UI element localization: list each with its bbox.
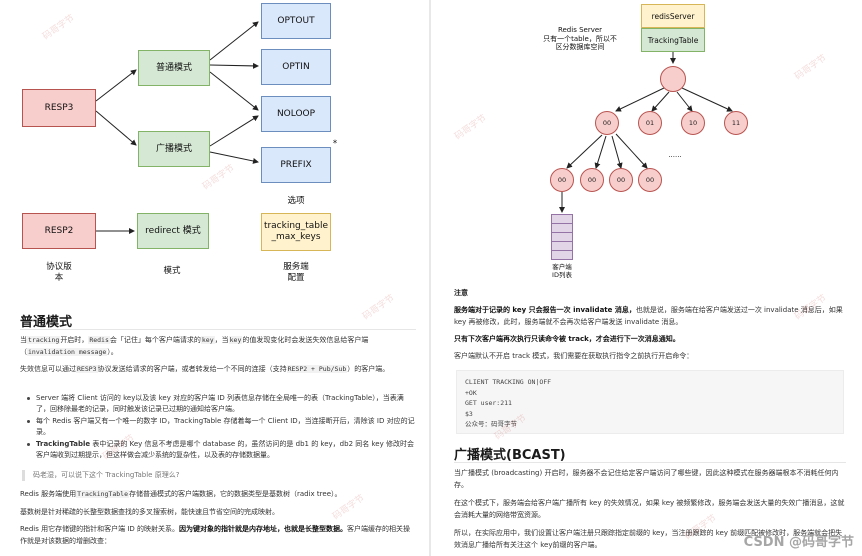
prefix-star: *: [332, 139, 338, 149]
broadcast-paragraph-3: 所以，在实际应用中，我们设置让客户端注册只跟踪指定前缀的 key，当注册跟踪的 …: [454, 529, 843, 549]
quote-block: 码老湿，可以说下这个 TrackingTable 原理么?: [22, 470, 416, 481]
code-line: $3: [465, 409, 473, 418]
tree-node: 00: [638, 168, 662, 192]
right-page: Redis Server 只有一个table，所以不 区分数据库空间 redis…: [432, 0, 862, 556]
tree-node: 01: [638, 111, 662, 135]
tree-node: 10: [681, 111, 705, 135]
tree-node: 00: [550, 168, 574, 192]
section-title-broadcast: 广播模式(BCAST): [454, 448, 566, 463]
note-label: 注意: [454, 289, 468, 297]
paragraph-3: Redis 服务端使用TrackingTable存储普通模式的客户端数据，它的数…: [20, 490, 342, 498]
paragraph-4: 基数树是针对稀疏的长整型数据查找的多叉搜索树，能快速且节省空间的完成映射。: [20, 508, 279, 516]
paragraph-2: 失效信息可以通过RESP3协议发送给请求的客户端，或者转发给一个不同的连接（支持…: [20, 365, 390, 373]
server-config-label: 服务端 配置: [283, 262, 309, 283]
broadcast-mode-box: 广播模式: [138, 131, 210, 167]
feature-list: Server 端将 Client 访问的 key以及该 key 对应的客户端 I…: [24, 393, 416, 462]
note-paragraph-3: 客户端默认不开启 track 模式，我们需要在获取执行指令之前执行开启命令：: [454, 352, 694, 360]
list-item: TrackingTable 表中记录的 Key 信息不考虑是哪个 databas…: [24, 439, 416, 461]
tree-node: 11: [724, 111, 748, 135]
broadcast-paragraph-2: 在这个模式下，服务端会给客户端广播所有 key 的失效情况，如果 key 被频繁…: [454, 499, 845, 519]
left-page: RESP3 普通模式 广播模式 OPTOUT OPTIN NOLOOP PREF…: [0, 0, 428, 556]
tree-node: 00: [580, 168, 604, 192]
page-divider: [429, 0, 431, 556]
options-label: 选项: [287, 196, 305, 206]
section-title-normal: 普通模式: [20, 315, 73, 330]
section-rule: [20, 329, 416, 330]
note-paragraph-1: 服务端对于记录的 key 只会报告一次 invalidate 消息，也就是说，服…: [454, 306, 843, 326]
code-line: 公众号：码哥字节: [465, 420, 517, 428]
paragraph-1: 当tracking开启时，Redis会「记住」每个客户端请求的key，当key的…: [20, 336, 369, 356]
server-config-box: tracking_table _max_keys: [261, 213, 331, 251]
protocol-version-label: 协议版 本: [46, 262, 72, 283]
prefix-box: PREFIX: [261, 147, 331, 183]
redirect-mode-box: redirect 模式: [137, 213, 209, 249]
tree-node: 00: [609, 168, 633, 192]
code-line: GET user:211: [465, 399, 512, 407]
tracking-table-box: TrackingTable: [641, 28, 705, 52]
section-rule: [454, 462, 846, 463]
client-id-list: [551, 214, 573, 260]
code-line: CLIENT TRACKING ON|OFF: [465, 378, 552, 386]
code-block: CLIENT TRACKING ON|OFF +OK GET user:211 …: [456, 370, 844, 434]
broadcast-paragraph-1: 当广播模式 (broadcasting) 开启时，服务器不会记住给定客户端访问了…: [454, 469, 839, 489]
ellipsis-label: ......: [668, 151, 682, 159]
csdn-watermark: CSDN @码哥字节: [743, 535, 854, 550]
paragraph-5: Redis 用它存储键的指针和客户端 ID 的映射关系。因为键对象的指针就是内存…: [20, 525, 411, 545]
normal-mode-box: 普通模式: [138, 50, 210, 86]
code-line: +OK: [465, 388, 477, 397]
optin-box: OPTIN: [261, 49, 331, 85]
tree-root-node: [660, 66, 686, 92]
diagram-arrows: [95, 21, 259, 234]
optout-box: OPTOUT: [261, 3, 331, 39]
tree-edges: [559, 52, 733, 213]
list-item: 每个 Redis 客户端又有一个唯一的数字 ID，TrackingTable 存…: [24, 416, 416, 438]
redis-server-box: redisServer: [641, 4, 705, 28]
client-id-label: 客户端 ID列表: [552, 263, 572, 279]
noloop-box: NOLOOP: [261, 96, 331, 132]
resp2-box: RESP2: [22, 213, 96, 249]
tree-node: 00: [595, 111, 619, 135]
list-item: Server 端将 Client 访问的 key以及该 key 对应的客户端 I…: [24, 393, 416, 415]
server-note: Redis Server 只有一个table，所以不 区分数据库空间: [543, 26, 617, 51]
resp3-box: RESP3: [22, 89, 96, 127]
mode-label: 模式: [163, 266, 181, 276]
note-paragraph-2: 只有下次客户端再次执行只读命令被 track，才会进行下一次消息通知。: [454, 335, 680, 343]
